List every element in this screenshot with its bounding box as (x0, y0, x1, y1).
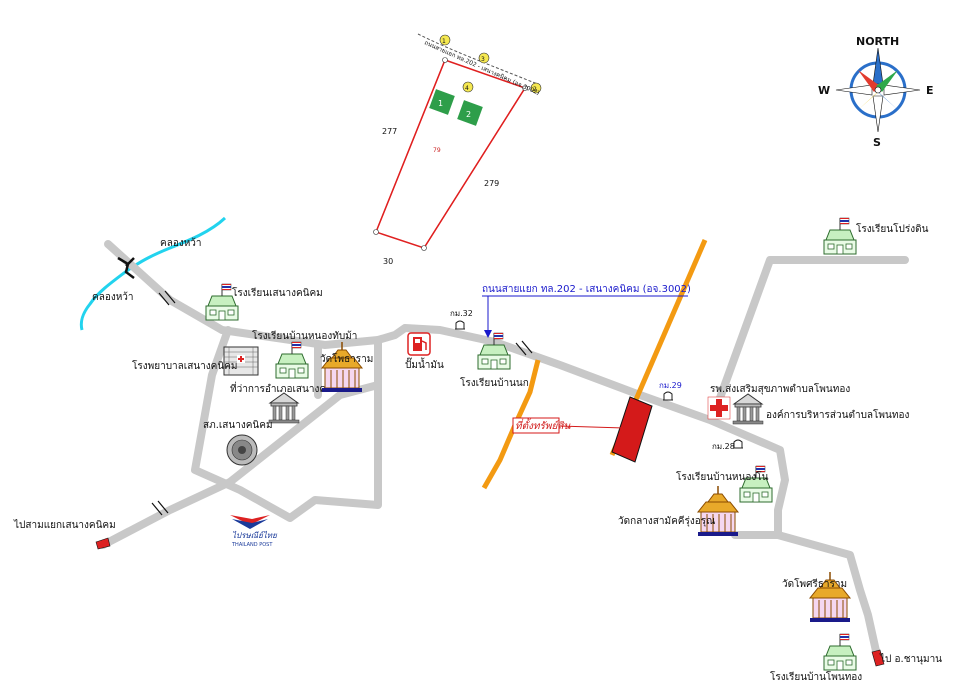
school-phonthong-label: โรงเรียนบ้านโพนทอง (770, 670, 862, 683)
compass-east: E (926, 84, 934, 97)
school-icon (275, 341, 309, 379)
road-main (104, 240, 882, 664)
direction-west-arrow-icon (95, 537, 111, 550)
school-nongno-label: โรงเรียนบ้านหนองโน (676, 470, 769, 483)
road-north-east (708, 256, 909, 424)
parcel-number: 79 (433, 147, 441, 154)
property-location-marker (611, 396, 653, 463)
tao-icon (732, 393, 764, 425)
km32-label: กม.32 (450, 309, 473, 318)
compass-west: W (818, 84, 830, 97)
road-loop (191, 326, 382, 522)
district-office-icon (268, 392, 300, 424)
hospital-icon (223, 346, 259, 376)
wat-phosri-label: วัดโพศรีธาราม (782, 577, 847, 590)
neighbor-east: 279 (484, 179, 499, 188)
svg-text:4: 4 (465, 85, 469, 92)
direction-south-arrow-icon (871, 649, 885, 667)
km29-label: กม.29 (659, 381, 682, 390)
bridge-icon (117, 256, 135, 279)
post-office-en-label: THAILAND POST (231, 542, 273, 548)
svg-text:1: 1 (442, 38, 446, 45)
district-office-label: ที่ว่าการอำเภอเสนางคนิคม (230, 381, 346, 395)
temple-icon (697, 485, 739, 537)
km28-label: กม.28 (712, 442, 735, 451)
school-bannok-label: โรงเรียนบ้านนก (460, 376, 529, 389)
school-nongthap-label: โรงเรียนบ้านหนองทับม้า (252, 329, 357, 342)
building-1 (429, 89, 455, 115)
main-road-label: ถนนสายแยก ทล.202 - เสนางคนิคม (อจ.3002) (482, 284, 691, 295)
health-center-label: รพ.ส่งเสริมสุขภาพตำบลโพนทอง (710, 382, 850, 395)
post-office-label: ไปรษณีย์ไทย (232, 530, 278, 540)
marker-3 (478, 52, 490, 64)
compass-rose-icon (835, 47, 921, 133)
direction-west-label: ไปสามแยกเสนางคนิคม (13, 519, 116, 531)
property-label: ที่ตั้งทรัพย์สิน (515, 418, 571, 432)
svg-text:2: 2 (533, 86, 537, 93)
health-center-icon (707, 396, 731, 420)
wat-phothiram-label: วัดโพธาราม (320, 352, 373, 365)
marker-2 (530, 82, 542, 94)
road-network (99, 240, 909, 664)
canal-label-north: คลองหว้า (160, 237, 202, 249)
post-office-logo-icon (230, 515, 270, 529)
building-2 (457, 100, 483, 126)
canal-label-south: คลองหว้า (92, 291, 134, 303)
school-icon (823, 217, 857, 255)
marker-1 (439, 34, 451, 46)
school-senang-label: โรงเรียนเสนางคนิคม (232, 286, 323, 299)
svg-text:3: 3 (481, 56, 485, 63)
school-prongdin-label: โรงเรียนโปร่งดิน (856, 222, 929, 235)
neighbor-west: 277 (382, 127, 397, 136)
building-1-label: 1 (438, 99, 443, 108)
gas-station-icon (407, 332, 431, 356)
compass-north: NORTH (856, 35, 899, 48)
police-label: สภ.เสนางคนิคม (203, 420, 273, 431)
direction-south-label: ไป อ.ชานุมาน (879, 653, 942, 665)
tao-label: องค์การบริหารส่วนตำบลโพนทอง (766, 408, 909, 421)
compass-south: S (873, 136, 881, 149)
plot-inset: 1 2 1 3 4 2 79 277 279 30 ถนนสายแยก ทล.2… (373, 33, 542, 266)
wat-klang-label: วัดกลางสามัคคีรุ่งอรุณ (618, 515, 715, 527)
inset-road-label: ถนนสายแยก ทล.202 - เสนางคนิคม (อจ.3002) (423, 39, 540, 96)
km-marker-icon (454, 320, 466, 330)
km-marker-icon (662, 391, 674, 401)
temple-icon (321, 341, 363, 393)
hospital-label: โรงพยาบาลเสนางคนิคม (132, 359, 237, 372)
canal (79, 216, 227, 331)
gas-station-label: ปั๊มน้ำมัน (405, 357, 444, 371)
school-icon (823, 633, 857, 671)
neighbor-south: 30 (383, 257, 393, 266)
building-2-label: 2 (466, 110, 471, 119)
marker-4 (462, 81, 474, 93)
police-emblem-icon (226, 434, 258, 466)
